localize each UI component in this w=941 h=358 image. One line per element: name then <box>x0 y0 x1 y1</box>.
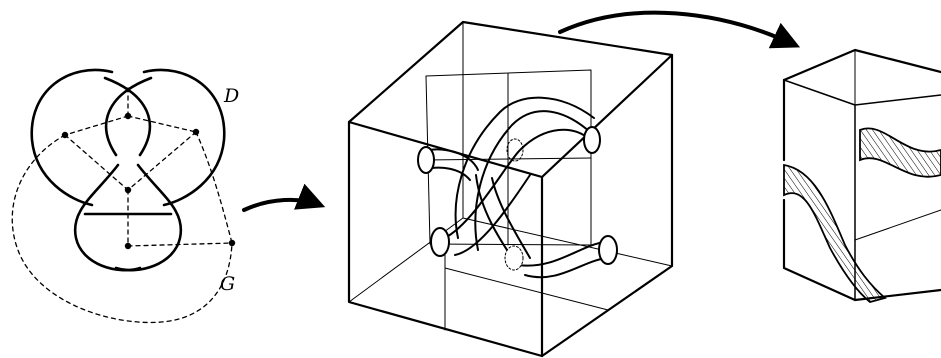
label-d: D <box>223 85 239 107</box>
tube-ends <box>418 127 617 270</box>
hatched-band-front <box>784 165 885 302</box>
hatched-band-back <box>860 128 941 176</box>
label-g: G <box>220 273 235 295</box>
arrow-to-cube <box>244 200 320 210</box>
arrow-to-block <box>560 13 795 45</box>
knot-diagram-panel: D G <box>12 70 239 322</box>
cube-panel <box>349 22 672 356</box>
graph-g-edges <box>12 88 232 322</box>
block-panel <box>784 50 941 302</box>
cube-outer-frame <box>349 22 672 356</box>
